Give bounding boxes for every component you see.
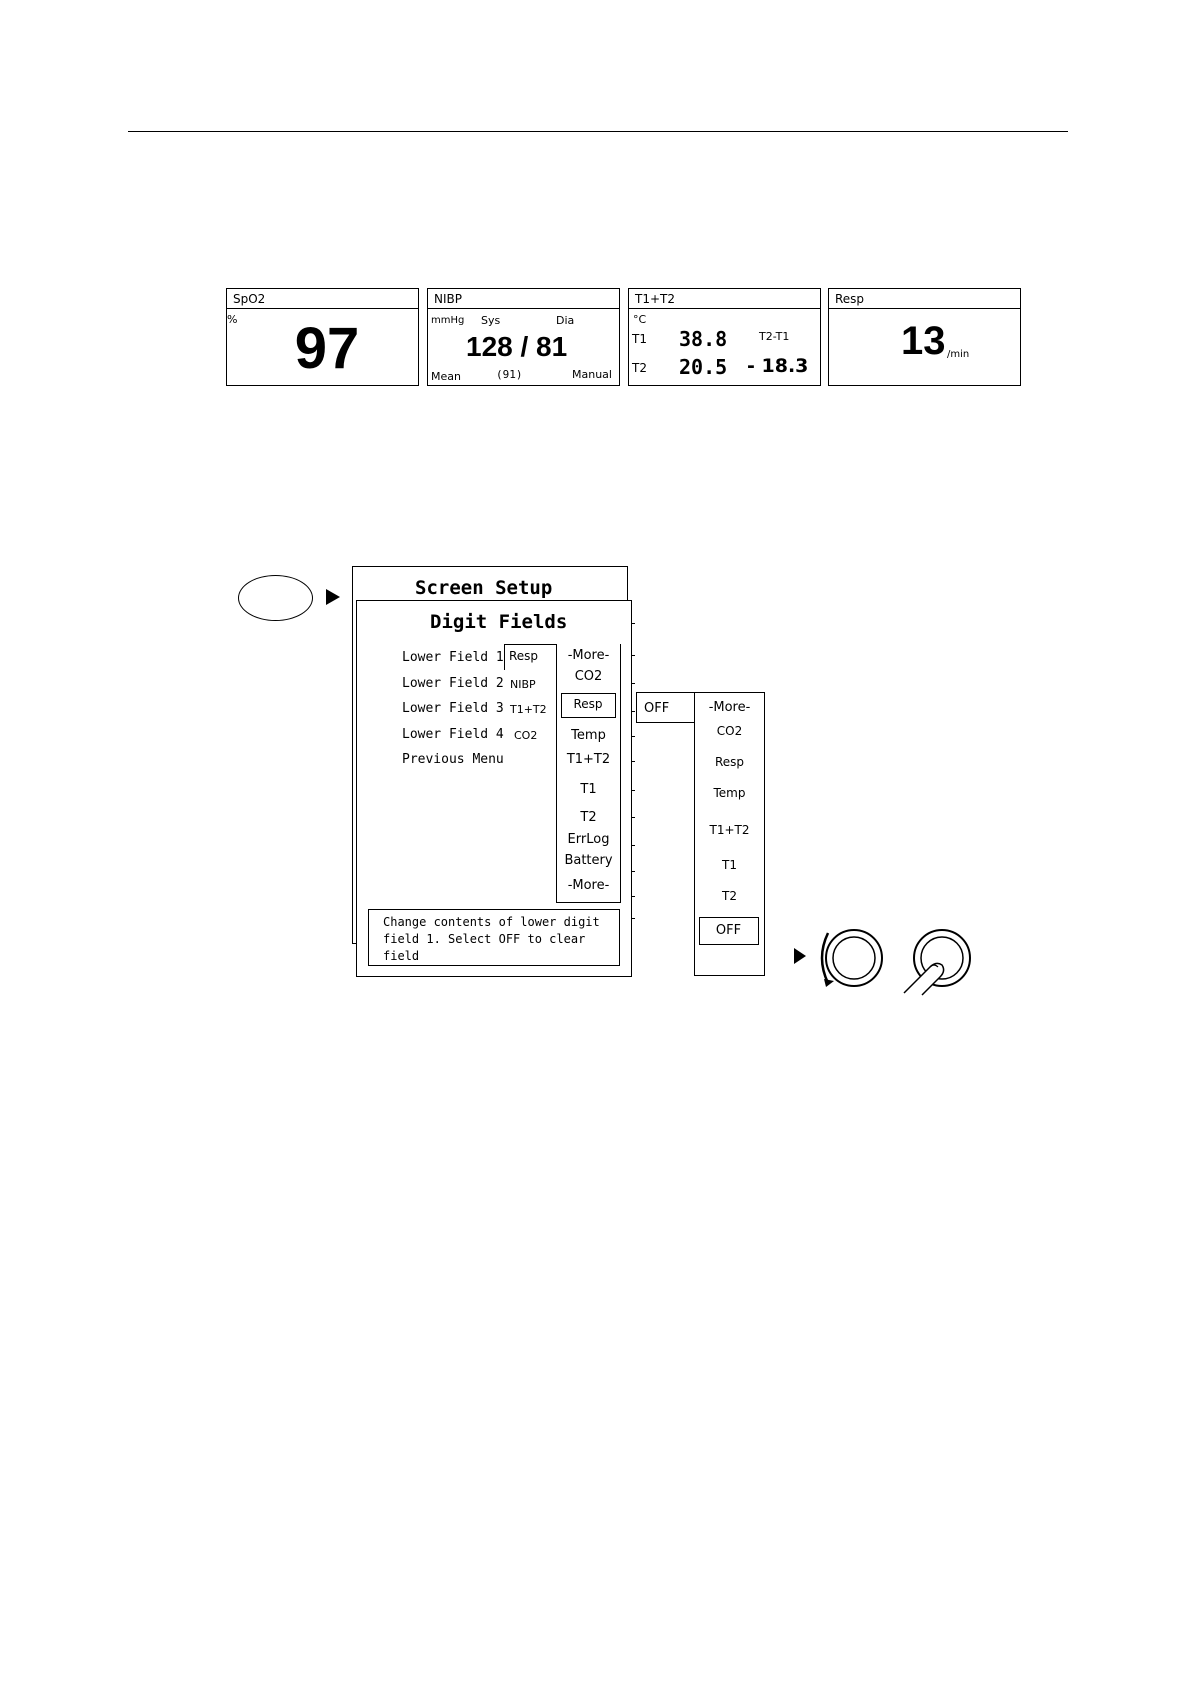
panel-resp-value: 13 (901, 319, 946, 363)
help-text-box: Change contents of lower digit field 1. … (368, 909, 620, 966)
menu-tick (631, 896, 635, 897)
menu-tick (631, 845, 635, 846)
menu-tick (631, 623, 635, 624)
previous-menu-item[interactable]: Previous Menu (402, 752, 504, 767)
menu-tick (631, 918, 635, 919)
menu-tick (631, 655, 635, 656)
list1-errlog[interactable]: ErrLog (567, 832, 610, 847)
panel-temp-t2-value: 20.5 (679, 355, 728, 379)
screen-setup-title: Screen Setup (415, 577, 553, 599)
panel-temp-diff-value: - 18.3 (747, 355, 809, 377)
lower-field-2-label[interactable]: Lower Field 2 (402, 676, 504, 691)
panel-nibp-mean-value: (91) (496, 368, 523, 381)
value-list-1: -More- CO2 Resp Temp T1+T2 T1 T2 ErrLog … (556, 644, 621, 903)
menu-tick (631, 817, 635, 818)
panel-spo2-title: SpO2 (227, 289, 418, 309)
panel-temp-unit: °C (633, 313, 647, 326)
rotary-knob-icon[interactable] (814, 925, 886, 991)
list1-more-top[interactable]: -More- (567, 648, 610, 663)
digit-fields-title: Digit Fields (430, 611, 568, 633)
press-knob-icon[interactable] (900, 925, 972, 997)
list1-t1[interactable]: T1 (580, 782, 597, 797)
list1-t2[interactable]: T2 (580, 810, 597, 825)
lower-field-4-label[interactable]: Lower Field 4 (402, 727, 504, 742)
list2-temp[interactable]: Temp (713, 786, 746, 800)
lower-field-1-label[interactable]: Lower Field 1 (402, 650, 504, 665)
panel-temperature: T1+T2 °C T1 38.8 T2-T1 T2 20.5 - 18.3 (628, 288, 821, 386)
lower-field-1-value: Resp (509, 649, 539, 663)
panel-nibp-value: 128 / 81 (466, 331, 568, 362)
list2-off-highlight[interactable]: OFF (699, 917, 759, 945)
list2-resp[interactable]: Resp (714, 755, 745, 769)
value-list-2: -More- CO2 Resp Temp T1+T2 T1 T2 OFF (694, 692, 765, 976)
menu-tick (631, 683, 635, 684)
panel-resp-title: Resp (829, 289, 1020, 309)
list2-t1t2[interactable]: T1+T2 (709, 823, 750, 837)
triangle-pointer-icon (326, 589, 340, 605)
panel-spo2: SpO2 % 97 (226, 288, 419, 386)
panel-nibp-title: NIBP (428, 289, 619, 309)
panel-temp-t1-value: 38.8 (679, 327, 728, 351)
menu-tick (631, 736, 635, 737)
panel-temp-diff-label: T2-T1 (759, 330, 790, 343)
menu-tick (631, 871, 635, 872)
lower-field-4-value: CO2 (514, 729, 538, 742)
help-text-line-3: field (383, 949, 420, 963)
help-text-line-1: Change contents of lower digit (383, 915, 600, 929)
panel-temp-t1-label: T1 (632, 332, 647, 346)
list1-t1t2[interactable]: T1+T2 (566, 752, 611, 767)
panel-nibp-unit: mmHg (431, 315, 465, 326)
panel-temp-title: T1+T2 (629, 289, 820, 309)
list2-off: OFF (715, 923, 742, 938)
panel-temp-t2-label: T2 (632, 361, 647, 375)
list1-resp-highlight[interactable]: Resp (561, 693, 616, 718)
panel-nibp-sys-label: Sys (481, 314, 501, 327)
panel-nibp-mode: Manual (572, 368, 612, 381)
list2-t1[interactable]: T1 (722, 858, 737, 872)
list2-t2[interactable]: T2 (722, 889, 737, 903)
lower-field-3-label[interactable]: Lower Field 3 (402, 701, 504, 716)
panel-resp-unit: /min (947, 349, 970, 360)
help-text-line-2: field 1. Select OFF to clear (383, 932, 586, 946)
header-rule (128, 131, 1068, 132)
panel-spo2-value: 97 (294, 316, 360, 381)
list1-temp[interactable]: Temp (571, 728, 606, 743)
list2-co2[interactable]: CO2 (716, 724, 743, 738)
current-value-box[interactable]: OFF (636, 692, 696, 723)
panel-nibp-dia-label: Dia (556, 314, 575, 327)
list1-resp: Resp (573, 697, 603, 711)
panel-nibp: NIBP mmHg Sys Dia 128 / 81 Mean (91) Man… (427, 288, 620, 386)
list1-more-bottom[interactable]: -More- (567, 878, 610, 893)
menu-tick (631, 761, 635, 762)
lower-field-2-value: NIBP (510, 678, 536, 691)
list2-more[interactable]: -More- (708, 700, 751, 715)
list2-connector-line (636, 722, 694, 723)
menu-tick (631, 711, 635, 712)
panel-nibp-mean-label: Mean (431, 370, 461, 383)
list1-co2[interactable]: CO2 (574, 669, 603, 684)
oval-key-icon[interactable] (238, 575, 313, 621)
menu-tick (631, 790, 635, 791)
panel-spo2-unit: % (227, 313, 238, 326)
panel-resp: Resp 13 /min (828, 288, 1021, 386)
current-value-off: OFF (644, 701, 670, 716)
list1-battery[interactable]: Battery (564, 853, 613, 868)
lower-field-3-value: T1+T2 (510, 703, 547, 716)
triangle-pointer-icon (794, 948, 806, 964)
